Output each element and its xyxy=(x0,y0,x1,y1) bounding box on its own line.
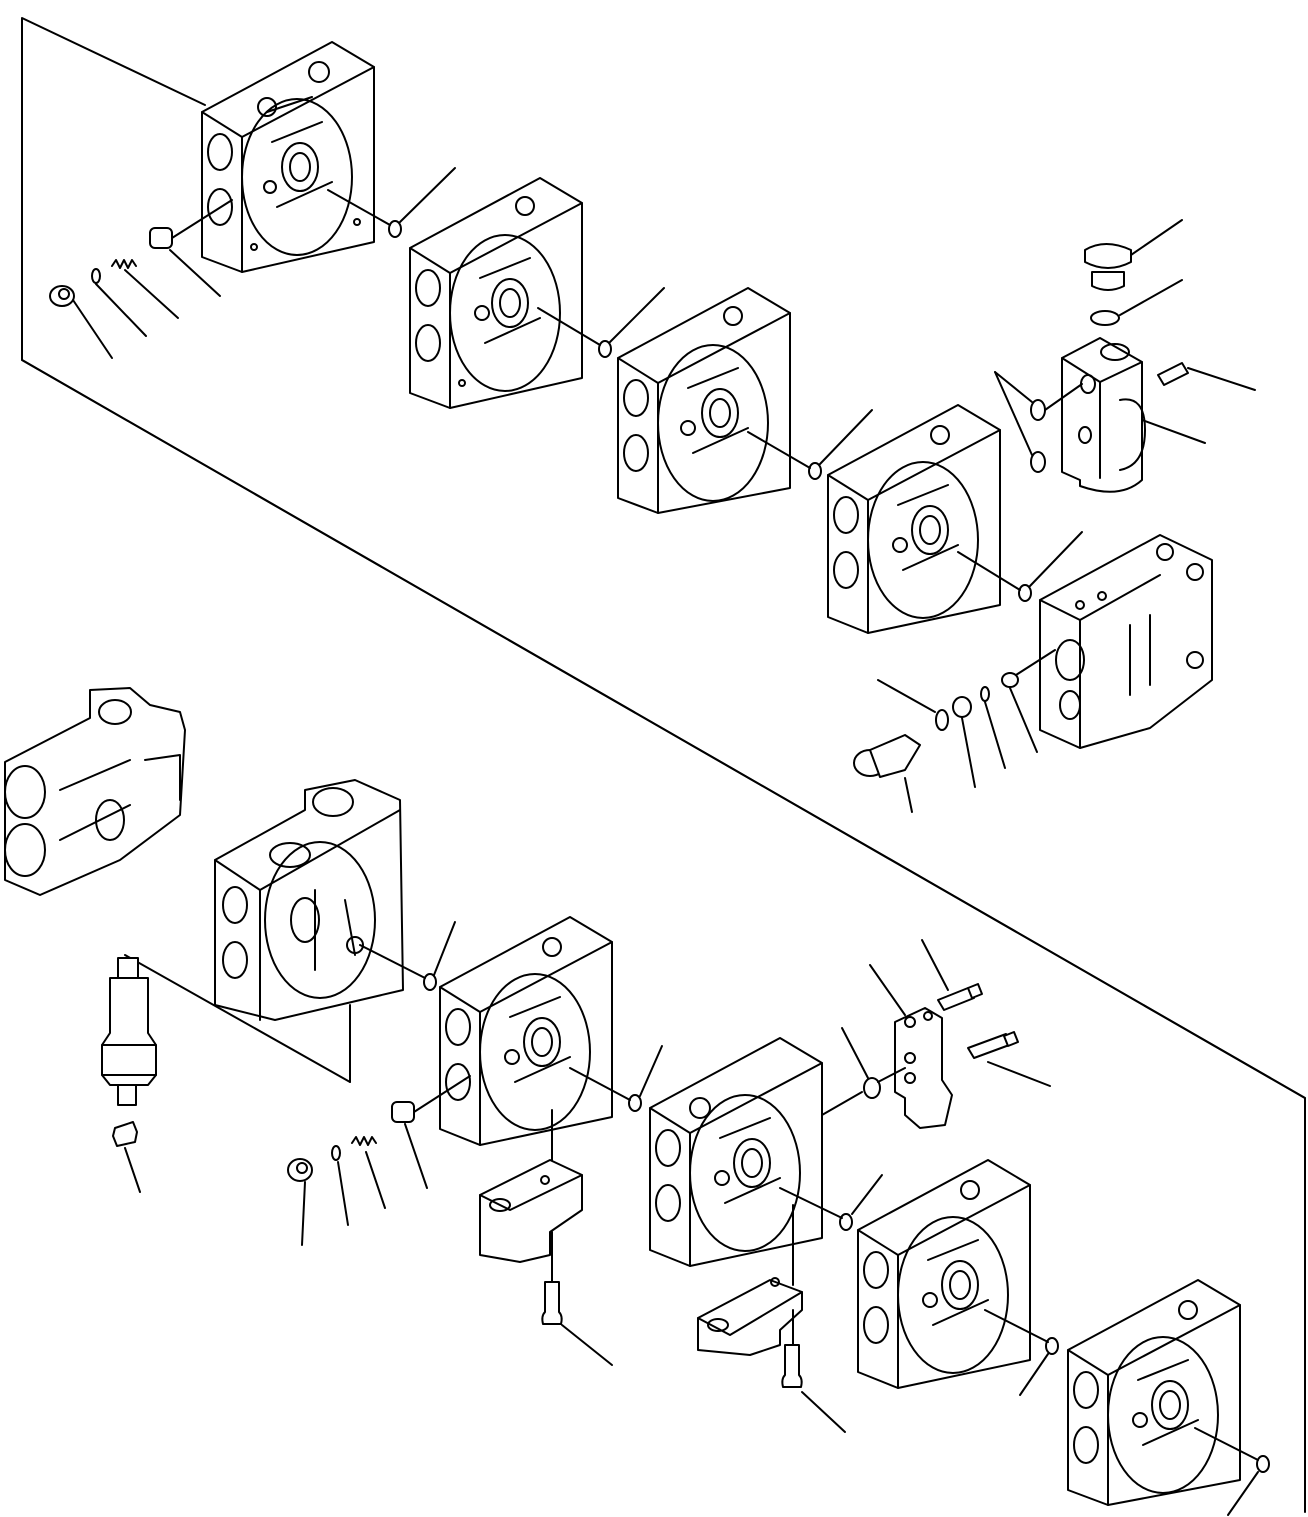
valve-section-7 xyxy=(649,1037,823,1267)
valve-section-2 xyxy=(409,177,583,409)
sensor-stem xyxy=(101,954,351,1193)
valve-section-3 xyxy=(617,287,791,514)
lower-brackets-bolts xyxy=(479,1109,846,1433)
upper-check-valve-parts xyxy=(49,199,233,359)
flange-bracket-bolts xyxy=(821,939,1051,1129)
inlet-cover xyxy=(4,687,186,896)
valve-section-9 xyxy=(1067,1279,1241,1506)
valve-section-4 xyxy=(827,404,1001,634)
lower-oring-leaders xyxy=(359,921,1270,1516)
relief-valve-block xyxy=(994,219,1256,493)
lower-check-valve-parts xyxy=(287,1075,471,1246)
valve-section-1 xyxy=(201,41,375,273)
valve-section-8 xyxy=(857,1159,1031,1389)
valve-section-6 xyxy=(439,916,613,1146)
upper-oring-leaders xyxy=(327,167,1083,602)
assembly-frame xyxy=(21,17,1306,1513)
upper-end-cover xyxy=(853,534,1213,813)
valve-section-5 xyxy=(214,779,404,1021)
